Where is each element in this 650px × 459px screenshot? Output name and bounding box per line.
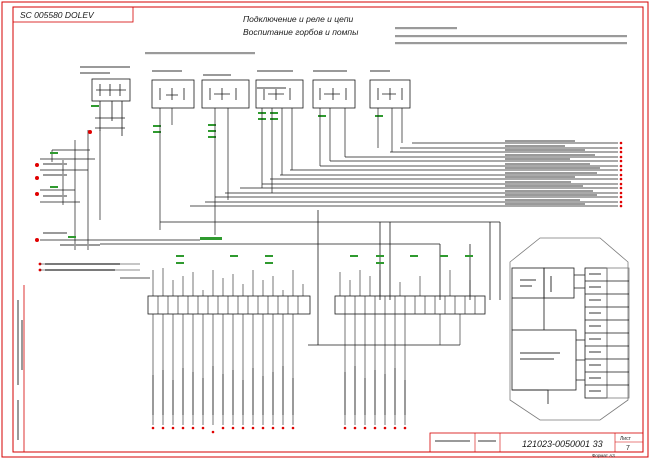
format-label: Формат А3 [592,453,615,458]
left-sidebar [12,285,25,452]
left-terminals [35,130,200,250]
doc-code: SC 005580 DOLEV [20,10,95,20]
relay-box-3 [255,79,304,109]
terminal-strip-left [147,268,311,434]
title-block: 121023-0050001 33 Лист 7 Формат А3 [429,432,644,458]
sheet-number: 7 [626,445,630,452]
connector-diagram [509,237,630,421]
terminal-strip-right [334,270,486,430]
relay-box-5 [369,79,411,109]
top-left-caption [80,66,130,68]
inner-frame [12,6,644,453]
mid-left-legend [38,262,140,272]
relay-box-2 [201,79,250,109]
doc-code-box [12,6,134,23]
green-labels-mid [176,237,473,264]
relay-box-4 [312,79,356,109]
sheet-label: Лист [620,436,632,442]
top-left-component [91,78,131,136]
relay-group-caption [145,52,255,55]
drawing-title-line-2: Воспитание горбов и помпы [243,27,359,37]
relay-row [151,79,411,109]
drawing-number: 121023-0050001 33 [522,439,603,449]
relay-box-1 [151,79,195,109]
drawing-title-line-1: Подключение и реле и цепи [243,14,354,24]
relay-drops [159,108,403,235]
relay-captions [152,70,390,89]
wire-marker-list [190,140,623,208]
notes-block [395,27,627,45]
green-labels-top [91,105,383,138]
